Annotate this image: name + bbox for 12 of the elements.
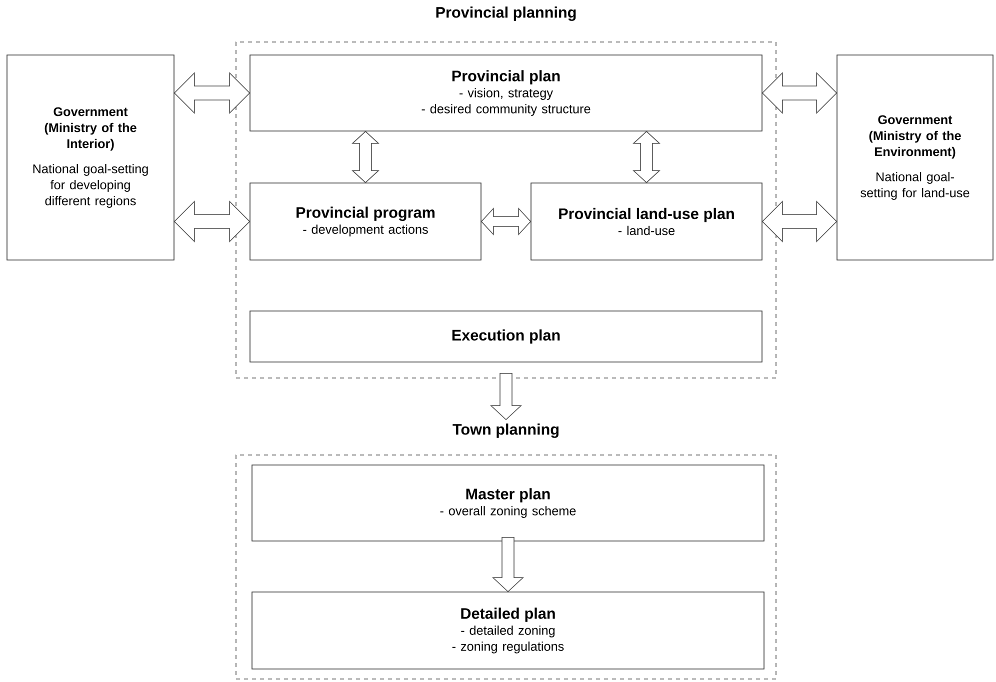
plan-box: Execution plan [250, 310, 762, 362]
block-arrow [492, 537, 524, 592]
block-arrow [490, 373, 522, 420]
node-label: Town planning [452, 424, 559, 438]
plan-box: Detailed plan - detailed zoning - zoning regulations [252, 592, 764, 670]
plan-box: Provincial program - development actions [250, 182, 482, 260]
ministry-box: Government (Ministry of the Interior) National goal-setting for developing different regions [6, 54, 174, 260]
plan-box: Provincial land-use plan - land-use [530, 182, 762, 260]
ministry-box: Government (Ministry of the Environment) National goal-setting for land-use [836, 54, 994, 260]
node-label: Provincial planning [436, 6, 576, 21]
plan-box: Master plan - overall zoning scheme [252, 464, 764, 542]
plan-box: Provincial plan - vision, strategy - desired community structure [250, 54, 762, 132]
